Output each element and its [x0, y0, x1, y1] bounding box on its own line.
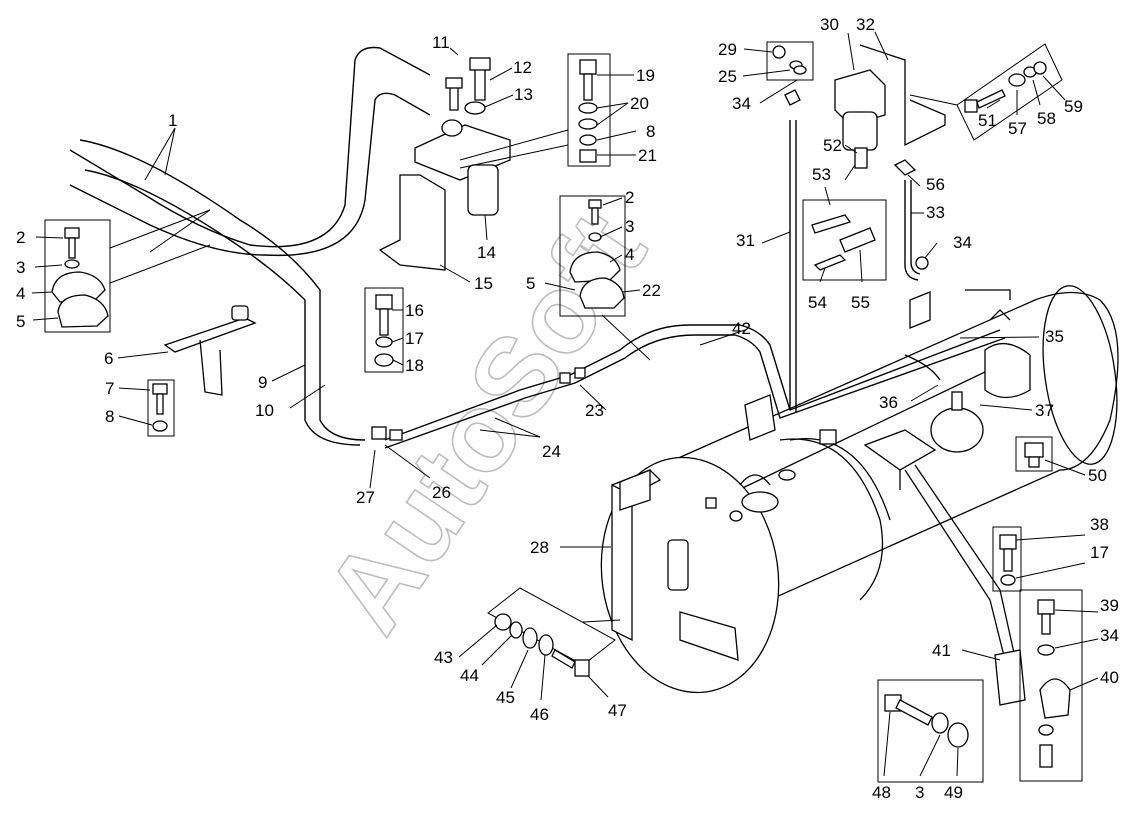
- callout-label: 56: [926, 175, 945, 194]
- fine-filter-assembly: [378, 57, 511, 271]
- callout-label: 17: [405, 329, 424, 348]
- callout-label: 44: [460, 666, 479, 685]
- callout-label: 39: [1100, 596, 1119, 615]
- callout-label: 2: [625, 188, 634, 207]
- callout-label: 17: [1090, 543, 1109, 562]
- callout-label: 34: [953, 233, 972, 252]
- callout-label: 23: [585, 401, 604, 420]
- callout-label: 8: [105, 407, 114, 426]
- callout-label: 40: [1100, 668, 1119, 687]
- callout-label: 38: [1090, 515, 1109, 534]
- fasteners: [51, 45, 1071, 768]
- callout-label: 25: [718, 67, 737, 86]
- callout-label: 33: [926, 203, 945, 222]
- callout-label: 13: [514, 85, 533, 104]
- callout-label: 41: [932, 641, 951, 660]
- callout-label: 15: [474, 274, 493, 293]
- callout-label: 34: [732, 94, 751, 113]
- callout-label: 6: [104, 349, 113, 368]
- callout-label: 49: [944, 783, 963, 802]
- callout-label: 18: [405, 356, 424, 375]
- callout-label: 57: [1008, 119, 1027, 138]
- callout-label: 43: [434, 648, 453, 667]
- callout-label: 9: [258, 373, 267, 392]
- callout-label: 10: [255, 401, 274, 420]
- callout-label: 4: [625, 245, 634, 264]
- callout-label: 51: [978, 111, 997, 130]
- callout-label: 27: [356, 488, 375, 507]
- callout-label: 26: [432, 483, 451, 502]
- callout-label: 55: [851, 293, 870, 312]
- callout-label: 30: [820, 15, 839, 34]
- callout-label: 5: [16, 312, 25, 331]
- callout-label: 14: [477, 243, 496, 262]
- callout-label: 36: [879, 393, 898, 412]
- callout-label: 58: [1037, 109, 1056, 128]
- callout-label: 21: [638, 146, 657, 165]
- callout-label: 4: [16, 284, 25, 303]
- callout-label: 32: [856, 15, 875, 34]
- callout-label: 24: [542, 442, 561, 461]
- parts-boxes: [44, 41, 1083, 783]
- callout-label: 11: [432, 33, 450, 52]
- callout-label: 34: [1100, 626, 1119, 645]
- callout-label: 3: [625, 217, 634, 236]
- callout-labels: 1 2 3 4 5 6 7 8 9 10 11 12 13 14 15 16 1…: [16, 15, 1119, 802]
- callout-label: 3: [16, 258, 25, 277]
- callout-label: 7: [105, 379, 114, 398]
- callout-label: 54: [808, 293, 827, 312]
- callout-label: 53: [812, 165, 831, 184]
- callout-label: 19: [636, 66, 655, 85]
- callout-label: 5: [526, 274, 535, 293]
- callout-label: 16: [405, 301, 424, 320]
- callout-label: 52: [823, 136, 842, 155]
- callout-label: 31: [736, 231, 755, 250]
- callout-label: 46: [530, 705, 549, 724]
- leader-lines: [31, 31, 1099, 777]
- callout-label: 2: [16, 228, 25, 247]
- callout-label: 37: [1035, 401, 1054, 420]
- callout-label: 29: [718, 40, 737, 59]
- callout-label: 22: [642, 281, 661, 300]
- callout-label: 12: [513, 58, 532, 77]
- callout-label: 3: [915, 783, 924, 802]
- callout-label: 50: [1088, 466, 1107, 485]
- callout-label: 48: [872, 783, 891, 802]
- callout-label: 35: [1045, 327, 1064, 346]
- callout-label: 45: [496, 688, 515, 707]
- coarse-filter-assembly: [834, 44, 946, 169]
- callout-label: 47: [608, 701, 627, 720]
- callout-label: 8: [646, 122, 655, 141]
- callout-label: 1: [168, 111, 177, 130]
- callout-label: 59: [1064, 97, 1083, 116]
- callout-label: 42: [732, 319, 751, 338]
- callout-label: 28: [530, 538, 549, 557]
- callout-label: 20: [630, 94, 649, 113]
- fuel-lines: [69, 46, 1006, 449]
